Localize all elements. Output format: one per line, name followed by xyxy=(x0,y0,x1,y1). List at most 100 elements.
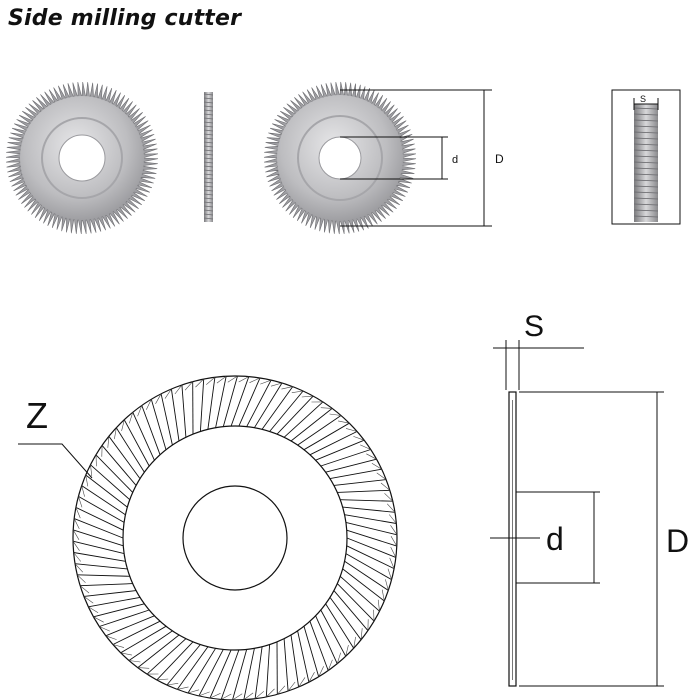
edge-tooth-mark xyxy=(633,161,659,164)
drawing-tooth-line xyxy=(166,644,201,686)
drawing-tooth-tip xyxy=(129,412,134,424)
drawing-tooth-tip xyxy=(366,453,377,460)
drawing-tooth-line xyxy=(230,376,250,427)
drawing-tooth-line xyxy=(329,468,382,480)
drawing-tooth-tip xyxy=(75,507,81,519)
drawing-tooth-line xyxy=(72,540,125,555)
edge-tooth-mark xyxy=(203,193,214,196)
drawing-tooth-tip xyxy=(254,691,264,699)
drawing-tooth-tip xyxy=(80,585,90,594)
drawing-tooth-line xyxy=(315,615,338,664)
drawing-tooth-tip xyxy=(81,485,85,497)
drawing-tooth-tip xyxy=(72,541,80,551)
edge-tooth-mark xyxy=(203,117,214,120)
drawing-tooth-line xyxy=(320,609,347,657)
drawing-tooth-line xyxy=(73,552,126,562)
drawing-tooth-line xyxy=(309,431,358,456)
edge-tooth-mark xyxy=(203,181,214,184)
drawing-tooth-tip xyxy=(360,444,371,450)
drawing-tooth-tip xyxy=(137,405,143,417)
edge-tooth-mark xyxy=(203,185,214,188)
drawing-tooth-line xyxy=(108,436,141,479)
drawing-tooth-tip xyxy=(238,376,249,383)
drawing-tooth-line xyxy=(99,609,150,627)
drawing-tooth-tip xyxy=(88,606,99,614)
edge-tooth-mark xyxy=(633,203,659,206)
drawing-tooth-line xyxy=(315,439,365,461)
drawing-tooth-tip xyxy=(155,393,162,404)
drawing-tooth-tip xyxy=(112,644,125,648)
drawing-tooth-line xyxy=(115,427,145,473)
drawing-tooth-tip xyxy=(266,688,275,698)
drawing-tooth-line xyxy=(146,638,187,675)
drawing-tooth-tip xyxy=(287,681,296,692)
drawing-tooth-line xyxy=(303,422,350,451)
drawing-tooth-line xyxy=(123,419,150,467)
drawing-tooth-tip xyxy=(327,659,333,671)
drawing-tooth-line xyxy=(83,590,137,597)
drawing-tooth-line xyxy=(132,412,155,461)
drawing-tooth-line xyxy=(254,382,283,428)
edge-tooth-mark xyxy=(203,173,214,176)
drawing-tooth-tip xyxy=(76,574,86,583)
drawing-tooth-line xyxy=(209,649,232,699)
photo-cutter-edge-body xyxy=(204,92,213,222)
drawing-tooth-tip xyxy=(345,428,358,432)
drawing-tooth-tip xyxy=(90,464,93,477)
drawing-tooth-tip xyxy=(78,496,83,508)
drawing-tooth-tip xyxy=(85,474,89,487)
drawing-tooth-line xyxy=(325,458,377,473)
drawing-tooth-line xyxy=(187,648,216,694)
edge-tooth-mark xyxy=(633,119,659,122)
edge-tooth-mark xyxy=(633,131,659,134)
d-label: d xyxy=(546,521,564,557)
drawing-cutter-side: S d D xyxy=(490,310,689,687)
drawing-tooth-line xyxy=(254,646,263,699)
edge-tooth-mark xyxy=(633,167,659,170)
drawing-tooth-tip xyxy=(260,379,272,385)
edge-tooth-mark xyxy=(203,209,214,212)
edge-tooth-mark xyxy=(203,161,214,164)
drawing-tooth-line xyxy=(95,454,134,493)
drawing-tooth-tip xyxy=(301,395,314,398)
z-leader-line xyxy=(18,443,93,479)
drawing-tooth-tip xyxy=(388,514,397,524)
drawing-tooth-tip xyxy=(216,375,227,384)
drawing-tooth-line xyxy=(220,649,240,700)
edge-tooth-mark xyxy=(203,137,214,140)
drawing-tooth-line xyxy=(344,560,389,591)
drawing-tooth-tip xyxy=(114,427,117,440)
edge-tooth-mark xyxy=(203,217,214,220)
drawing-tooth-line xyxy=(297,415,342,446)
photo-s-label: S xyxy=(640,94,646,104)
drawing-tooth-tip xyxy=(128,660,141,663)
drawing-dimension-lines xyxy=(490,340,664,687)
drawing-tooth-tip xyxy=(291,390,304,393)
edge-tooth-mark xyxy=(203,133,214,136)
photo-cutter-dimensioned-bore xyxy=(318,136,362,180)
drawing-tooth-line xyxy=(232,649,248,700)
drawing-tooth-tip xyxy=(209,693,221,699)
drawing-tooth-tip xyxy=(156,678,169,681)
drawing-tooth-line xyxy=(333,590,369,631)
drawing-tooth-line xyxy=(198,649,224,697)
edge-tooth-mark xyxy=(203,165,214,168)
drawing-tooth-tip xyxy=(195,378,204,388)
photo-edge-closeup-teeth xyxy=(633,107,659,218)
drawing-tooth-line xyxy=(283,638,289,692)
drawing-tooth-tip xyxy=(385,579,389,591)
drawing-tooth-line xyxy=(246,379,272,427)
edge-tooth-mark xyxy=(633,137,659,140)
drawing-teeth xyxy=(72,375,398,700)
drawing-tooth-line xyxy=(340,499,393,502)
drawing-tooth-line xyxy=(181,384,187,438)
drawing-tooth-tip xyxy=(298,677,306,688)
edge-tooth-mark xyxy=(633,113,659,116)
drawing-tooth-line xyxy=(222,375,238,427)
drawing-tooth-line xyxy=(325,603,355,649)
edge-tooth-mark xyxy=(633,107,659,110)
drawing-tooth-line xyxy=(333,479,387,486)
drawing-tooth-tip xyxy=(121,419,125,431)
photo-edge-closeup: S xyxy=(611,89,681,225)
